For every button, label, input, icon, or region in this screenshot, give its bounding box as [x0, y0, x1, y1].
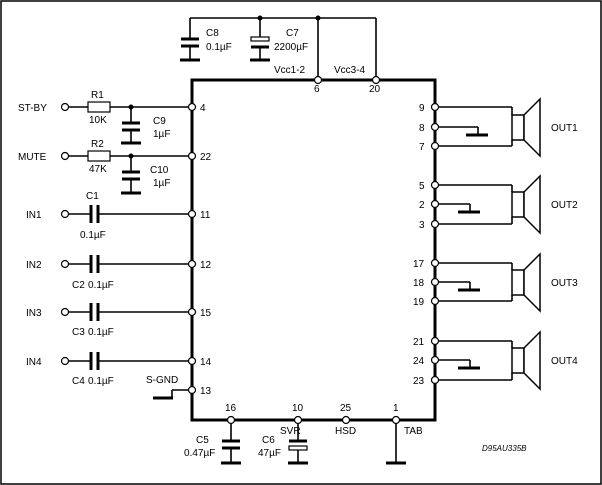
pin-21-label: 21 — [413, 337, 425, 348]
out2-label: OUT2 — [551, 200, 578, 211]
r1-ref: R1 — [91, 90, 104, 101]
ic-body — [190, 78, 437, 422]
c10-ref: C10 — [150, 165, 169, 176]
in3-label: IN3 — [26, 308, 42, 319]
pin-11-label: 11 — [200, 210, 211, 221]
pin-15-label: 15 — [200, 308, 212, 319]
input-network — [60, 205, 197, 400]
c3-value: 0.1µF — [88, 327, 114, 338]
pin-25-label: 25 — [340, 403, 352, 414]
vcc34-label: Vcc3-4 — [334, 65, 366, 76]
r1-value: 10K — [89, 115, 107, 126]
pin-9-label: 9 — [419, 103, 425, 114]
in4-label: IN4 — [26, 357, 42, 368]
r2-ref: R2 — [91, 139, 104, 150]
mute-label: MUTE — [18, 152, 47, 163]
c3-ref: C3 — [72, 327, 85, 338]
sgnd-label: S-GND — [146, 375, 178, 386]
hsd-label: HSD — [335, 426, 356, 437]
c1-ref: C1 — [86, 191, 99, 202]
pin-17-label: 17 — [413, 259, 425, 270]
stby-label: ST-BY — [18, 103, 47, 114]
svr-label: SVR — [280, 426, 301, 437]
c9-ref: C9 — [153, 116, 166, 127]
pin-22-label: 22 — [200, 152, 212, 163]
c4-ref: C4 — [72, 376, 85, 387]
stby-network — [60, 101, 197, 145]
pin-14-label: 14 — [200, 357, 212, 368]
c5-value: 0.47µF — [184, 448, 215, 459]
pin-20-label: 20 — [369, 84, 381, 95]
c6-value: 47µF — [258, 448, 281, 459]
c2-ref: C2 — [72, 280, 85, 291]
in1-label: IN1 — [26, 210, 42, 221]
in2-label: IN2 — [26, 260, 42, 271]
pin-3-label: 3 — [419, 220, 425, 231]
drawing-code: D95AU335B — [482, 444, 527, 453]
c4-value: 0.1µF — [88, 376, 114, 387]
c6-ref: C6 — [262, 435, 275, 446]
c9-value: 1µF — [153, 129, 170, 140]
supply-network — [180, 15, 381, 85]
tab-label: TAB — [404, 426, 423, 437]
c7-ref: C7 — [286, 28, 299, 39]
pin-24-label: 24 — [413, 356, 425, 367]
pin-16-label: 16 — [225, 403, 237, 414]
pin-12-label: 12 — [200, 260, 212, 271]
pin-7-label: 7 — [419, 142, 425, 153]
pin-1-label: 1 — [393, 403, 399, 414]
pin-8-label: 8 — [419, 123, 425, 134]
mute-network — [60, 150, 197, 195]
r2-value: 47K — [89, 164, 107, 175]
c8-ref: C8 — [206, 28, 219, 39]
c10-value: 1µF — [153, 178, 170, 189]
bottom-network — [221, 415, 406, 465]
pin-10-label: 10 — [292, 403, 304, 414]
pin-19-label: 19 — [413, 297, 425, 308]
vcc12-label: Vcc1-2 — [274, 65, 306, 76]
c8-value: 0.1µF — [206, 42, 232, 53]
pin-6-label: 6 — [314, 84, 320, 95]
pin-23-label: 23 — [413, 376, 425, 387]
pin-4-label: 4 — [200, 103, 206, 114]
out4-label: OUT4 — [551, 356, 578, 367]
c1-value: 0.1µF — [80, 230, 106, 241]
c5-ref: C5 — [196, 435, 209, 446]
pin-5-label: 5 — [419, 181, 425, 192]
pin-18-label: 18 — [413, 278, 425, 289]
c2-value: 0.1µF — [88, 280, 114, 291]
pin-13-label: 13 — [200, 386, 212, 397]
out1-label: OUT1 — [551, 123, 578, 134]
c7-value: 2200µF — [274, 42, 308, 53]
out3-label: OUT3 — [551, 278, 578, 289]
output-network — [430, 97, 541, 391]
pin-2-label: 2 — [419, 200, 425, 211]
